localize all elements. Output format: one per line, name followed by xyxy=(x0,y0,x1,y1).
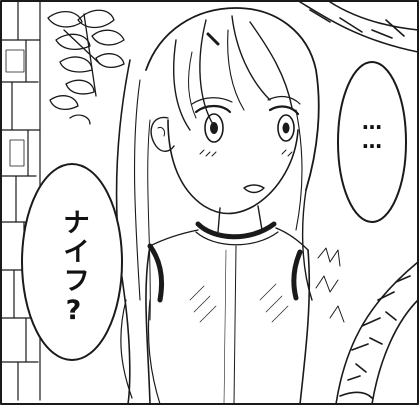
speech-bubble-left xyxy=(21,163,123,361)
foliage xyxy=(47,9,125,125)
grass xyxy=(315,247,345,323)
girl-character xyxy=(115,7,320,405)
tree-branch xyxy=(299,1,419,53)
tree-trunk xyxy=(335,261,419,405)
speech-text-left: ナイフ? xyxy=(58,208,89,328)
speech-text-right: …… xyxy=(360,110,384,148)
speech-bubble-right xyxy=(337,61,407,223)
